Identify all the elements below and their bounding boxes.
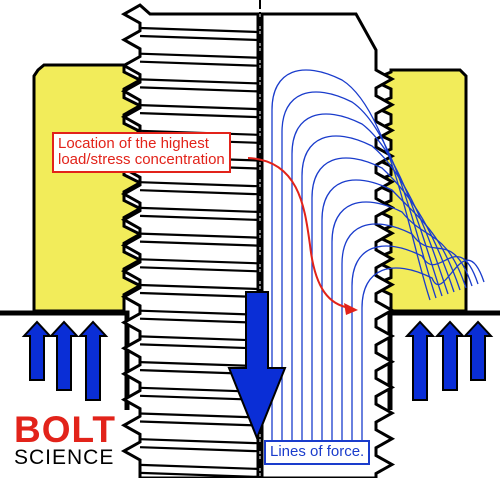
force-line [361, 259, 485, 460]
reaction-arrow-icon [77, 320, 109, 401]
force-line [311, 157, 455, 460]
force-line [291, 113, 443, 460]
force-line [321, 179, 461, 460]
reaction-arrow-icon [462, 320, 494, 381]
reaction-arrows-left [21, 320, 109, 401]
force-line [301, 135, 449, 460]
force-lines [271, 69, 485, 460]
reaction-arrow-icon [21, 320, 53, 381]
reaction-arrow-icon [48, 320, 80, 391]
stress-callout-line2: load/stress concentration [58, 150, 225, 168]
logo-word-science: SCIENCE [14, 446, 115, 469]
stress-callout-label: Location of the highest load/stress conc… [52, 132, 231, 173]
logo-word-bolt: BOLT [14, 409, 116, 450]
force-line [281, 91, 437, 460]
stress-pointer-arrow [247, 157, 358, 315]
reaction-arrow-icon [404, 320, 436, 401]
bolt-science-logo: BOLT SCIENCE [14, 409, 116, 470]
force-line [341, 223, 473, 460]
bolt-load-arrow [227, 291, 287, 441]
nut-left-body [32, 63, 144, 313]
force-lines-label: Lines of force. [264, 440, 371, 465]
reaction-arrows-right [404, 320, 494, 401]
bolt-thread-left [120, 3, 260, 478]
nut-left [32, 63, 144, 313]
reaction-arrow-icon [434, 320, 466, 391]
clamped-plate-left [0, 310, 130, 410]
force-line [271, 69, 431, 460]
stress-callout-line1: Location of the highest [58, 135, 209, 152]
force-line [351, 245, 479, 460]
bolt-thread-right [260, 12, 396, 478]
